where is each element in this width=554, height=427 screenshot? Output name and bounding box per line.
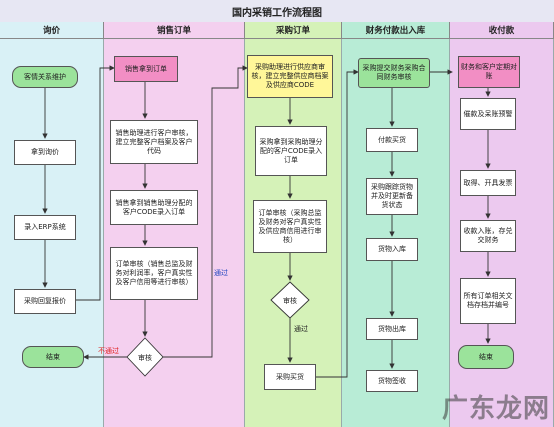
lane-header-sales-order: 销售订单 (104, 22, 245, 39)
node-sales-assist: 销售助理进行客户审核，建立完整客户档案及客户代码 (110, 120, 198, 164)
node-get-inquiry: 拿到询价 (14, 140, 76, 165)
node-purchase-assist: 采购助理进行供应商审核，建立完整供应商档案及供应商CODE (247, 55, 333, 98)
lane-body-finance-warehouse (342, 39, 450, 427)
node-goods-in: 货物入库 (366, 238, 418, 261)
arrow-quote-to-sales (76, 65, 115, 301)
lane-header-purchase-order: 采购订单 (245, 22, 342, 39)
node-get-invoice: 取得、开具发票 (460, 170, 516, 196)
node-submit-finance: 采购提交财务采购合同财务审核 (358, 58, 430, 88)
decision-label-sales: 审核 (138, 354, 152, 362)
node-archive: 所有订单相关文档存档并编号 (460, 278, 516, 324)
node-purchase-quote: 采购回复报价 (14, 289, 76, 314)
node-sales-assign: 销售拿到销售助理分配的客户CODE录入订单 (110, 190, 198, 225)
decision-diamond-sales (126, 337, 164, 377)
node-order-review-purchase: 订单审核（采购总监及财务对客户真实性及供应商信用进行审核） (253, 200, 327, 253)
node-customer-maintain: 客情关系维护 (12, 66, 78, 88)
node-track-goods: 采购跟踪货物并及时更新备货状态 (366, 178, 418, 215)
node-purchase-code: 采购拿到采购助理分配的客户CODE录入订单 (255, 126, 327, 176)
node-finance-period: 财务和客户定期对账 (458, 56, 520, 88)
arrow-buy-to-finance (316, 69, 359, 378)
node-sales-get-order: 销售拿到订单 (114, 56, 178, 82)
edge-label-pass-purchase: 通过 (294, 325, 308, 333)
edge-label-pass-sales: 通过 (214, 269, 228, 277)
lane-header-finance-warehouse: 财务付款出入库 (342, 22, 450, 39)
arrow-pass-to-purchase (163, 65, 248, 358)
node-end-left: 结束 (22, 346, 84, 368)
watermark-logo: 广东龙网 (441, 394, 550, 424)
decision-label-purchase: 审核 (283, 297, 297, 305)
lane-body-sales-order (104, 39, 245, 427)
node-pay-goods: 付款买货 (366, 128, 418, 152)
node-purchase-goods: 采购买货 (264, 364, 316, 390)
lane-header-inquiry: 询价 (0, 22, 104, 39)
node-enter-erp: 录入ERP系统 (14, 215, 76, 240)
decision-diamond-purchase (270, 281, 310, 319)
node-end-right: 结束 (458, 345, 514, 369)
node-receive-finance: 收款入账，存兑交财务 (460, 220, 516, 252)
node-order-review-sales: 订单审核（销售总监及财务对利润率，客户真实性及客户信用等进行审核） (110, 247, 198, 300)
node-goods-sign: 货物签收 (366, 370, 418, 392)
node-collect-warning: 催款及呆账预警 (460, 98, 516, 130)
node-goods-out: 货物出库 (366, 318, 418, 340)
edge-label-fail: 不通过 (98, 347, 119, 355)
